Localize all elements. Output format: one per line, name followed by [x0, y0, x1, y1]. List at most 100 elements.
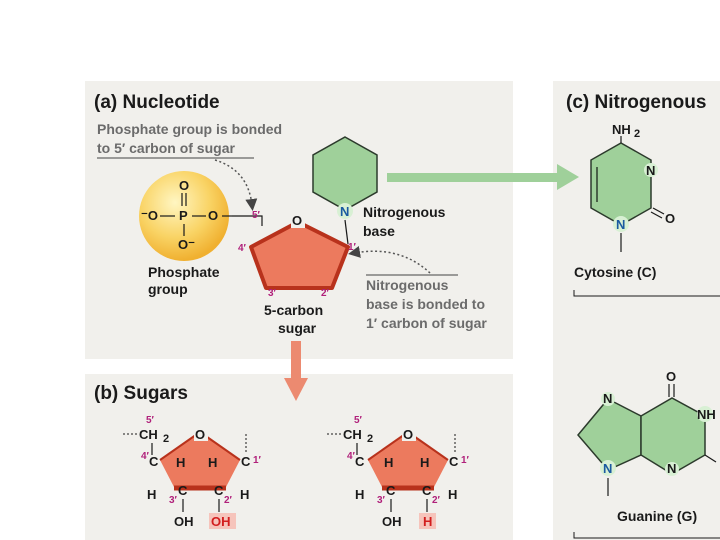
deoxy-H1: H	[420, 455, 429, 470]
deoxy-H3: H	[355, 487, 364, 502]
red-arrow-head	[284, 378, 308, 401]
guanine-O6: O	[666, 369, 676, 384]
deoxy-ch2-sub: 2	[367, 433, 373, 445]
phosphate-group: O ⁻O P O O⁻	[139, 171, 263, 261]
deoxyribose-structure: CH 2 5′ O C 4′ H H C 1′ C 3′ C 2′ H H OH…	[327, 415, 470, 529]
green-arrow-to-bases	[387, 164, 579, 190]
ribose-H3: H	[147, 487, 156, 502]
guanine-N9-highlight	[600, 460, 616, 476]
ribose-H1: H	[208, 455, 217, 470]
deoxy-H2: H	[448, 487, 457, 502]
phosphate-O-top: O	[179, 178, 189, 193]
base-label-line1: Nitrogenous	[363, 204, 446, 220]
deoxy-prime-5: 5′	[354, 415, 363, 426]
deoxy-ring-O-bg	[402, 427, 416, 441]
guanine-N3: N	[667, 461, 676, 476]
base-N: N	[340, 204, 349, 219]
prime-2: 2′	[321, 288, 330, 299]
ribose-ch2: CH	[139, 427, 158, 442]
ribose-H2: H	[240, 487, 249, 502]
deoxy-prime-1: 1′	[461, 455, 470, 466]
cytosine-structure: NH 2 N O N Cytosine (C)	[573, 122, 720, 297]
deoxy-H4: H	[384, 455, 393, 470]
deoxy-ch2: CH	[343, 427, 362, 442]
phosphate-sphere	[139, 171, 229, 261]
ribose-H4: H	[176, 455, 185, 470]
green-arrow-shaft	[387, 173, 559, 182]
base-sugar-bond	[344, 219, 349, 245]
ribose-OH2-highlight	[209, 513, 236, 529]
phosphate-P: P	[179, 208, 188, 223]
base-note: Nitrogenous base is bonded to 1′ carbon …	[348, 246, 487, 331]
phosphate-note-line1: Phosphate group is bonded	[97, 121, 282, 137]
panel-a-title: (a) Nucleotide	[94, 92, 220, 113]
ribose-prime-4: 4′	[141, 451, 150, 462]
guanine-bracket	[573, 532, 720, 539]
ribose-prime-5: 5′	[146, 415, 155, 426]
ribose-C1: C	[241, 454, 251, 469]
cytosine-ring	[590, 142, 652, 226]
guanine-NH1: NH	[697, 407, 716, 422]
ribose-ring-O-bg	[194, 427, 208, 441]
base-note-line3: 1′ carbon of sugar	[366, 315, 487, 331]
base-note-arrow	[348, 246, 431, 274]
ribose-OH2: OH	[211, 514, 231, 529]
guanine-five-ring	[577, 398, 642, 471]
base-note-line1: Nitrogenous	[366, 277, 449, 293]
deoxy-pentagon	[368, 432, 448, 487]
deoxy-prime-4: 4′	[347, 451, 356, 462]
guanine-N7: N	[603, 391, 612, 406]
guanine-NH1-highlight	[697, 406, 713, 422]
ribose-prime-1: 1′	[253, 455, 262, 466]
cytosine-N3-highlight	[644, 163, 658, 177]
cytosine-N1: N	[616, 217, 625, 232]
phosphate-note: Phosphate group is bonded to 5′ carbon o…	[97, 121, 282, 211]
sugar-label-line1: 5-carbon	[264, 302, 323, 318]
base-note-line2: base is bonded to	[366, 296, 485, 312]
ribose-ch2-sub: 2	[163, 433, 169, 445]
cytosine-N3: N	[646, 163, 655, 178]
ribose-pentagon	[160, 432, 240, 487]
guanine-amine-bond	[704, 454, 717, 463]
panel-c-title: (c) Nitrogenous	[566, 92, 706, 113]
ribose-C4: C	[149, 454, 159, 469]
cytosine-name: Cytosine (C)	[574, 264, 656, 280]
deoxy-C2: C	[422, 483, 432, 498]
ribose-OH3: OH	[174, 514, 194, 529]
deoxy-prime-2: 2′	[432, 495, 441, 506]
deoxy-H2-red: H	[423, 514, 432, 529]
guanine-structure: O NH N N N Guanine (G)	[573, 369, 720, 539]
red-arrow-to-sugars	[284, 341, 308, 401]
cytosine-NH2: NH	[612, 122, 631, 137]
ribose-C3: C	[178, 483, 188, 498]
phosphate-label-line1: Phosphate	[148, 264, 220, 280]
phosphate-note-arrow	[214, 159, 258, 211]
ribose-structure: CH 2 5′ O C 4′ H H C 1′ C 3′ C 2′ H H OH…	[123, 415, 262, 529]
red-arrow-shaft	[291, 341, 301, 381]
deoxy-H2-highlight	[419, 513, 436, 529]
prime-3: 3′	[268, 288, 277, 299]
guanine-N7-highlight	[601, 392, 615, 406]
ribose-prime-3: 3′	[169, 495, 178, 506]
guanine-name: Guanine (G)	[617, 508, 697, 524]
deoxy-C4: C	[355, 454, 365, 469]
cytosine-bracket	[573, 290, 720, 297]
cytosine-co-bond-2	[650, 211, 663, 219]
green-arrow-head	[557, 164, 579, 190]
cytosine-co-bond-1	[652, 207, 665, 215]
sugar-ring-O: O	[292, 213, 302, 228]
ribose-ring-O: O	[195, 427, 205, 442]
phosphate-O-left: ⁻O	[141, 208, 158, 223]
deoxy-prime-3: 3′	[377, 495, 386, 506]
deoxy-ring-O: O	[403, 427, 413, 442]
deoxy-C3: C	[386, 483, 396, 498]
guanine-N3-highlight	[665, 462, 679, 476]
cytosine-NH2-sub: 2	[634, 128, 640, 140]
deoxy-C1: C	[449, 454, 459, 469]
sugar-label-line2: sugar	[278, 320, 317, 336]
prime-4: 4′	[238, 243, 247, 254]
sugar-pentagon	[249, 220, 350, 290]
ribose-prime-2: 2′	[224, 495, 233, 506]
phosphate-label-line2: group	[148, 281, 188, 297]
